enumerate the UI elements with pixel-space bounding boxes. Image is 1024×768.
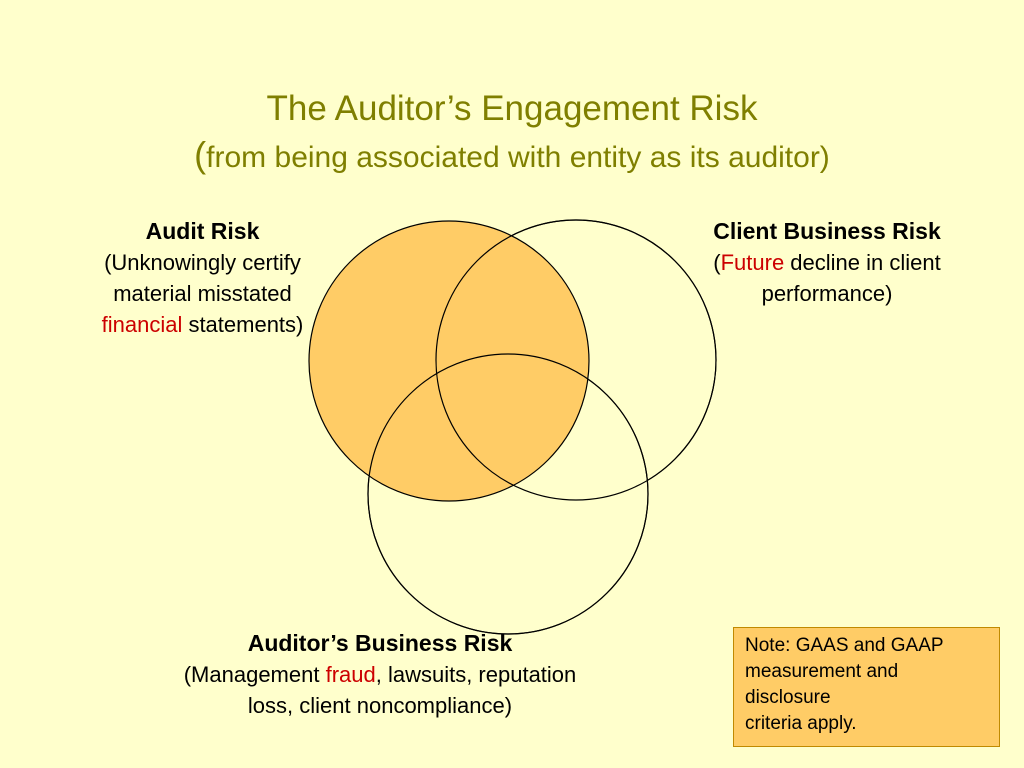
title-subtitle: (from being associated with entity as it… bbox=[0, 133, 1024, 180]
auditors-business-risk-line1: (Management fraud, lawsuits, reputation bbox=[130, 659, 630, 690]
client-business-risk-line2: performance) bbox=[761, 281, 893, 306]
audit-risk-heading: Audit Risk bbox=[145, 218, 260, 244]
client-business-risk-label: Client Business Risk (Future decline in … bbox=[670, 216, 984, 309]
slide-title: The Auditor’s Engagement Risk (from bein… bbox=[0, 85, 1024, 180]
auditors-business-risk-line2: loss, client noncompliance) bbox=[247, 693, 513, 718]
audit-risk-statements-text: statements) bbox=[182, 312, 304, 337]
note-line3: disclosure bbox=[745, 687, 831, 708]
audit-risk-label: Audit Risk (Unknowingly certify material… bbox=[60, 216, 345, 340]
client-business-risk-outline bbox=[435, 219, 717, 501]
client-business-risk-line1: (Future decline in client bbox=[670, 247, 984, 278]
note-line1: Note: GAAS and GAAP bbox=[745, 635, 944, 656]
audit-risk-circle bbox=[309, 221, 589, 501]
auditors-business-risk-outline bbox=[367, 353, 649, 635]
audit-risk-line3: financial statements) bbox=[60, 309, 345, 340]
note-box: Note: GAAS and GAAP measurement and disc… bbox=[733, 627, 1000, 747]
title-open-paren: ( bbox=[194, 134, 207, 175]
audit-risk-financial-word: financial bbox=[101, 312, 183, 337]
note-line2: measurement and bbox=[745, 661, 899, 682]
auditors-business-risk-label: Auditor’s Business Risk (Management frau… bbox=[130, 628, 630, 721]
note-line4: criteria apply. bbox=[745, 713, 857, 734]
audit-risk-outline bbox=[308, 220, 590, 502]
client-risk-future-word: Future bbox=[720, 250, 785, 275]
auditors-business-risk-heading: Auditor’s Business Risk bbox=[247, 630, 513, 656]
client-business-risk-heading: Client Business Risk bbox=[713, 218, 941, 244]
auditor-risk-fraud-word: fraud bbox=[325, 662, 376, 687]
audit-risk-line2: material misstated bbox=[113, 281, 292, 306]
audit-risk-line1: (Unknowingly certify bbox=[104, 250, 301, 275]
client-risk-decline-text: decline in client bbox=[784, 250, 941, 275]
client-risk-open-paren: ( bbox=[713, 250, 721, 275]
title-main: The Auditor’s Engagement Risk bbox=[266, 89, 758, 128]
title-subtitle-text: from being associated with entity as its… bbox=[206, 141, 830, 174]
auditor-risk-lawsuits-text: , lawsuits, reputation bbox=[375, 662, 577, 687]
auditor-risk-management-text: (Management bbox=[183, 662, 326, 687]
